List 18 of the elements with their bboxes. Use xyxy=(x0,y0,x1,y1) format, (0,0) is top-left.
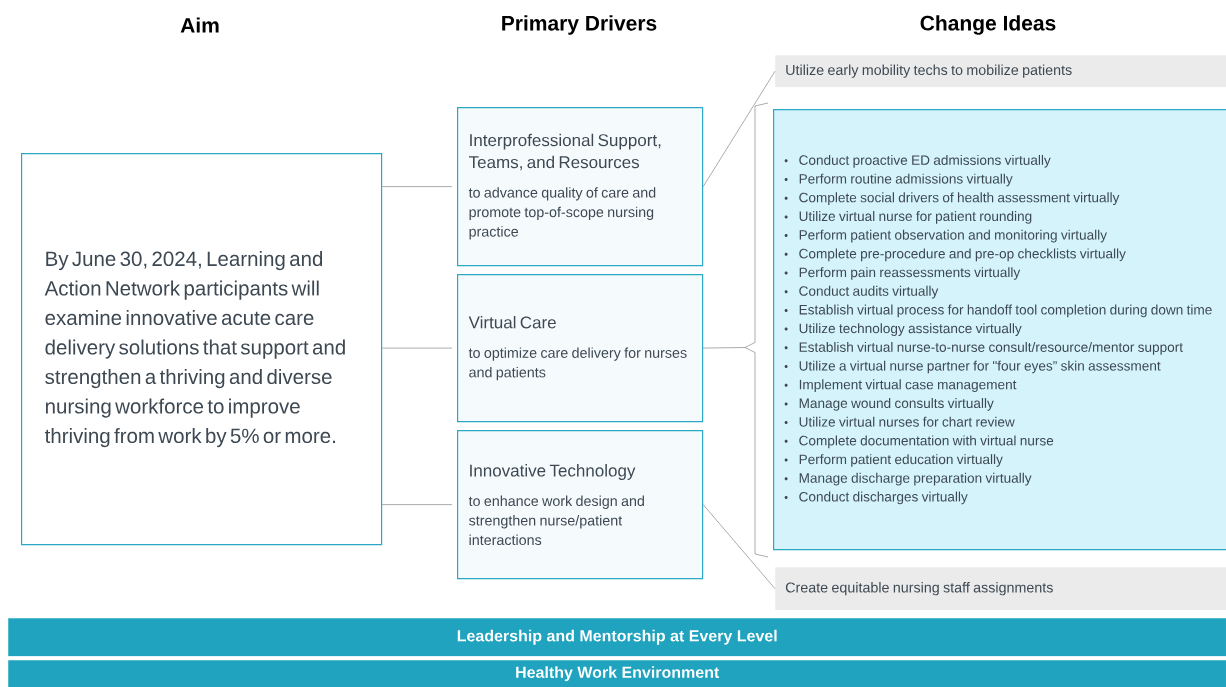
idea-list-box: Conduct proactive ED admissions virtually Perform routine admissions virtually Complete social drivers of health assessment virtually Utilize virtual nurse for patient rounding Perform patient observation and monitoring virtually Complete pre-procedure and pre-op checklists virtually Perform pain reassessments virtually Conduct audits virtually Establish virtual process for handoff tool completion during down time Utilize technology assistance virtually Establish virtual nurse-to-nurse consult/resource/mentor support Utilize a virtual nurse partner for "four eyes” skin assessment Implement virtual case management Manage wound consults virtually Utilize virtual nurses for chart review Complete documentation with virtual nurse Perform patient education virtually Manage discharge preparation virtually Conduct discharges virtually xyxy=(773,109,1226,551)
column-heading: Change Ideas xyxy=(920,15,1056,35)
connector-line xyxy=(381,347,453,349)
column-heading: Aim xyxy=(180,17,219,33)
banner-band: Healthy Work Environment xyxy=(8,660,1226,687)
driver-box: Interprofessional Support, Teams, and Resources to advance quality of care and promote top-of-scope nursing practice xyxy=(457,107,704,267)
column-heading: Primary Drivers xyxy=(502,15,657,35)
driver-box: Innovative Technology to enhance work design and strengthen nurse/patient interactions xyxy=(457,430,704,580)
connector-line xyxy=(381,504,453,505)
connector-line xyxy=(702,504,776,589)
connector-line xyxy=(702,102,769,558)
driver-box: Virtual Care to optimize care delivery for nurses and patients xyxy=(457,274,704,423)
aim-box: By June 30, 2024, Learning and Action Network participants will examine innovative acute care delivery solutions that support and strengthen a thriving and diverse nursing workforce to improve thriving from work by 5% or more. xyxy=(21,153,383,546)
connector-line xyxy=(381,186,453,187)
connector-line xyxy=(702,70,776,187)
idea-box: Create equitable nursing staff assignments xyxy=(775,567,1226,611)
banner-band: Leadership and Mentorship at Every Level xyxy=(8,618,1226,657)
idea-box: Utilize early mobility techs to mobilize patients xyxy=(775,55,1226,88)
